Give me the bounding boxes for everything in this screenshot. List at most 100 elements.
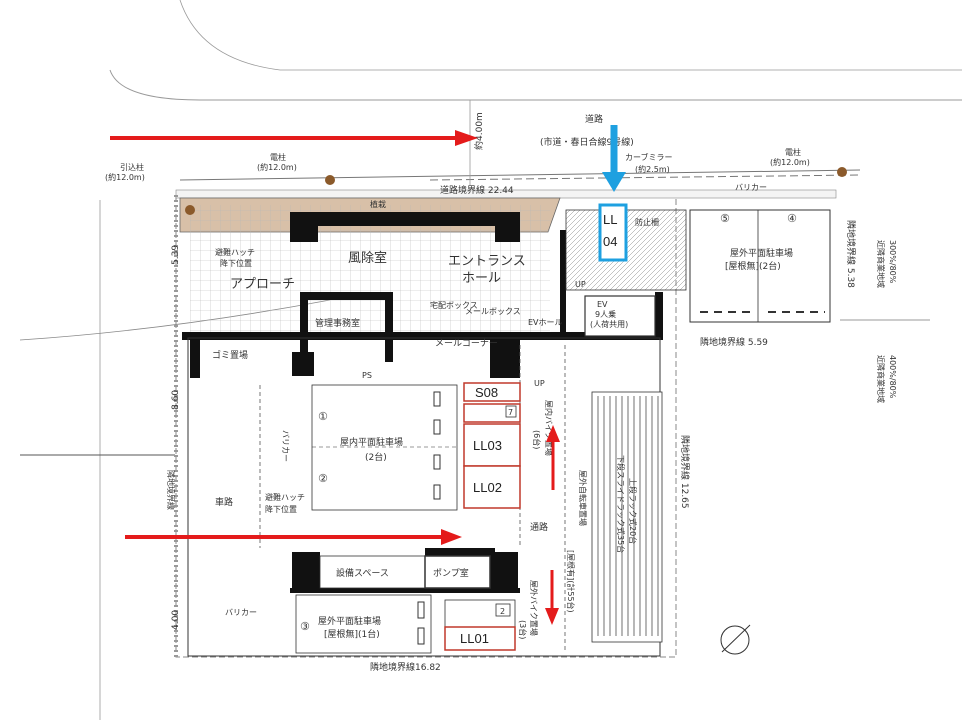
spot-4: ④ bbox=[787, 212, 797, 225]
ll03-label: LL03 bbox=[473, 438, 502, 453]
up-label-2: UP bbox=[534, 379, 545, 388]
road-sub: (市道・春日合線9号線) bbox=[540, 136, 634, 148]
plan-labels: 道路 (市道・春日合線9号線) 約4.00m 道路境界線 22.44 引込柱 (… bbox=[105, 112, 897, 673]
parking-in-count: (2台) bbox=[365, 451, 387, 463]
road-curve-top bbox=[179, 0, 962, 71]
rack-label: 下段スライドラック式35台 bbox=[616, 455, 626, 553]
dim-539: 5.39 bbox=[171, 245, 181, 265]
rack-lines bbox=[597, 396, 659, 636]
guard-fence-label: 防止柵 bbox=[635, 217, 659, 227]
ll04-label-a: LL bbox=[603, 212, 617, 227]
spot-3: ③ bbox=[300, 620, 310, 633]
pole-mid-label: 電柱 bbox=[270, 152, 286, 162]
parking-indoor-markers bbox=[433, 391, 441, 500]
arrow-down-head bbox=[545, 608, 559, 625]
bike-num-inner bbox=[505, 405, 517, 418]
arrow-bottom-left-head bbox=[441, 529, 462, 545]
ll04-label-b: 04 bbox=[603, 234, 617, 249]
hatch2-sub: 降下位置 bbox=[265, 504, 297, 514]
parking-out2-label: 屋外平面駐車場 bbox=[318, 615, 381, 627]
ll03-box[interactable] bbox=[463, 423, 521, 467]
barricade3-label: バリカー bbox=[281, 430, 290, 462]
arrow-up-head bbox=[546, 425, 560, 442]
bike-num-label: 7 bbox=[508, 408, 513, 417]
boundary-right2-label: 隣地境界線 5.59 bbox=[700, 336, 768, 348]
ll01-num-inner bbox=[495, 603, 511, 617]
arrow-top-left-head bbox=[455, 130, 478, 146]
parking-in-label: 屋内平面駐車場 bbox=[340, 436, 403, 448]
spot-5: ⑤ bbox=[720, 212, 730, 225]
bike-in-count: (6台) bbox=[532, 430, 542, 449]
bike-out-label: 屋外バイク置場 bbox=[529, 580, 539, 636]
dim-400: 4.00 bbox=[171, 610, 181, 630]
pole-right-icon bbox=[837, 167, 847, 177]
wind-room-label: 風除室 bbox=[348, 250, 387, 266]
zone-bot-label: 近隣商業地域 bbox=[876, 355, 886, 403]
barricade-label: バリカー bbox=[735, 183, 767, 192]
zone-top-ratio: 300%/80% bbox=[888, 240, 897, 284]
ll04-box[interactable] bbox=[598, 203, 628, 262]
pole-right-label: 電柱 bbox=[785, 147, 801, 157]
mirror-label: カーブミラー bbox=[625, 152, 673, 162]
manager-room-label: 管理事務室 bbox=[315, 317, 360, 329]
pole-left-height: (約12.0m) bbox=[105, 172, 145, 182]
equipment-space bbox=[319, 555, 426, 589]
pole-mid-icon bbox=[325, 175, 335, 185]
rack2-label: 上段ラック式20台 bbox=[628, 478, 638, 544]
parking-out-label: 屋外平面駐車場 bbox=[730, 247, 793, 259]
garbage-label: ゴミ置場 bbox=[212, 349, 248, 361]
s08-box[interactable] bbox=[463, 382, 521, 402]
spot-2: ② bbox=[318, 472, 328, 485]
hatch2-label: 避難ハッチ bbox=[265, 492, 305, 502]
parking-out-sub: [屋根無](2台) bbox=[725, 260, 781, 272]
entrance-label: エントランス bbox=[448, 254, 526, 269]
parking-bottom-markers bbox=[417, 601, 425, 645]
arrow-blue-head bbox=[602, 172, 626, 192]
boundary-right-label: 隣地境界線 5.38 bbox=[845, 220, 857, 288]
ev-sub2-label: (人荷共用) bbox=[590, 319, 628, 329]
dim-860: 8.60 bbox=[171, 390, 181, 410]
boundary-west-label: 隣地境界線 bbox=[166, 470, 176, 510]
bicycle-sub: [屋根有](計55台) bbox=[566, 550, 576, 613]
parking-indoor bbox=[311, 384, 458, 511]
approach-label: アプローチ bbox=[230, 277, 295, 292]
ll01-num-label: 2 bbox=[500, 607, 505, 616]
annotations: S08 7 LL03 LL02 2 LL01 LL 04 bbox=[444, 203, 628, 651]
ll02-box[interactable] bbox=[463, 465, 521, 509]
bike-in-label: 屋内バイク置場 bbox=[544, 400, 554, 456]
mail-box-label: メールボックス bbox=[465, 307, 521, 316]
road-boundary: 道路境界線 22.44 bbox=[440, 184, 514, 196]
ll01-label-box[interactable] bbox=[444, 626, 516, 651]
bike-out-count: (3台) bbox=[518, 620, 528, 639]
planting-label: 植栽 bbox=[370, 199, 386, 209]
mail-corner-label: メールコーナー bbox=[435, 338, 498, 349]
ev-box bbox=[584, 295, 656, 337]
compass-icon bbox=[720, 625, 750, 655]
zone-top-label: 近隣商業地域 bbox=[876, 240, 886, 288]
bicycle-label: 屋外自転車置場 bbox=[578, 470, 588, 526]
pole-left-label: 引込柱 bbox=[120, 162, 144, 172]
ll01-label: LL01 bbox=[460, 631, 489, 646]
mirror-height: (約2.5m) bbox=[635, 164, 670, 174]
pole-right-height: (約12.0m) bbox=[770, 157, 810, 167]
pump-label: ポンプ室 bbox=[433, 567, 469, 579]
ev-sub-label: 9人乗 bbox=[595, 309, 616, 319]
bicycle-rack bbox=[591, 391, 663, 643]
arrows bbox=[110, 125, 626, 625]
road-in2-label: 通路 bbox=[530, 521, 548, 533]
entrance-label-2: ホール bbox=[462, 271, 501, 286]
home-box-label: 宅配ボックス bbox=[430, 300, 478, 310]
pole-left-icon bbox=[185, 205, 195, 215]
parking-out-right bbox=[689, 209, 831, 323]
zone-bot-ratio: 400%/80% bbox=[888, 355, 897, 399]
compass-needle bbox=[721, 624, 751, 653]
spot-1: ① bbox=[318, 410, 328, 423]
ev-label: EV bbox=[597, 300, 608, 309]
road-edge bbox=[179, 169, 861, 181]
ps-label: PS bbox=[362, 371, 372, 380]
parking-out-bottom bbox=[295, 594, 432, 654]
road-curve-left bbox=[109, 69, 962, 101]
s08-label: S08 bbox=[475, 385, 498, 400]
